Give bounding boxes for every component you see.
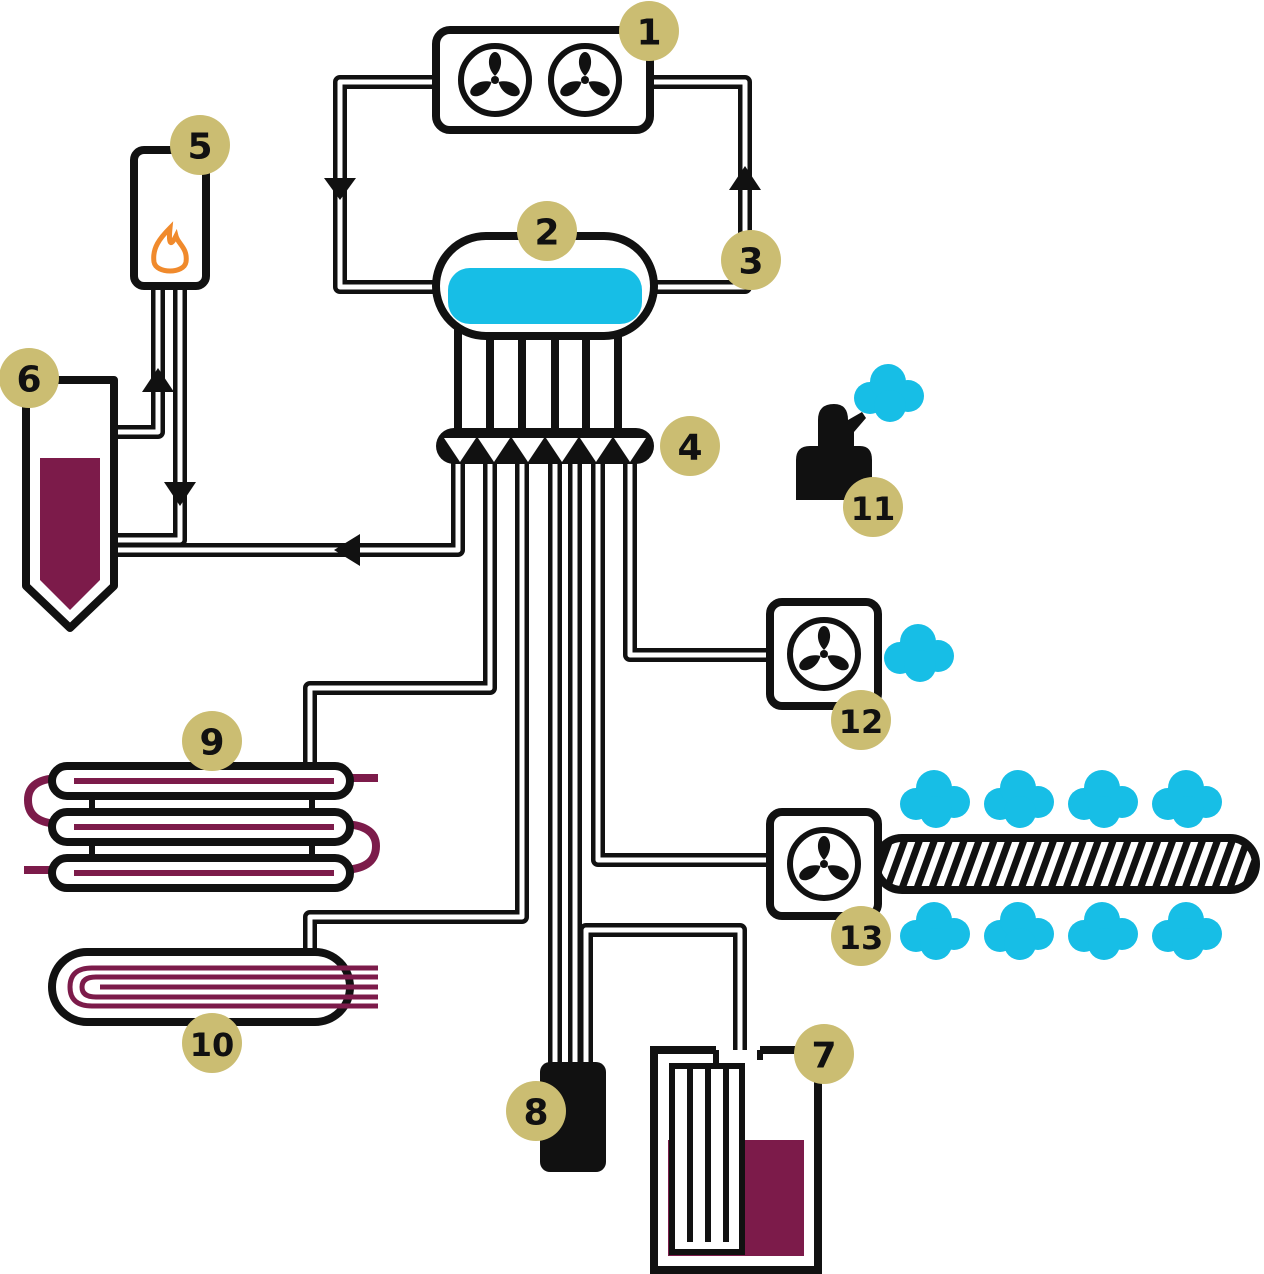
- badge-11-label: 11: [851, 490, 896, 528]
- badge-11: 11: [843, 477, 903, 537]
- badge-2-label: 2: [534, 213, 559, 254]
- badge-4: 4: [660, 416, 720, 476]
- fan-icon: [551, 46, 619, 114]
- badge-13: 13: [831, 906, 891, 966]
- cloud-icon: [984, 902, 1054, 960]
- badge-1: 1: [619, 1, 679, 61]
- number-badges: 1 2 3 4 5 6 7 8 9 10 11 12 13: [0, 1, 903, 1141]
- badge-10-label: 10: [190, 1026, 235, 1064]
- fan-icon: [790, 620, 858, 688]
- badge-5-label: 5: [187, 127, 212, 168]
- cloud-icon: [900, 902, 970, 960]
- cloud-icon: [900, 770, 970, 828]
- badge-7-label: 7: [811, 1036, 836, 1077]
- badge-3-label: 3: [738, 242, 763, 283]
- cloud-icon: [1152, 902, 1222, 960]
- coil-heat-exchanger: [23, 762, 381, 892]
- distribution-header: [436, 428, 654, 464]
- cloud-icon: [984, 770, 1054, 828]
- cloud-icon: [1068, 902, 1138, 960]
- u-tube-exchanger: [48, 948, 378, 1026]
- badge-6: 6: [0, 348, 59, 408]
- badge-12: 12: [831, 690, 891, 750]
- cloud-icon: [1068, 770, 1138, 828]
- fan-icon: [790, 830, 858, 898]
- burner-chamber: [130, 146, 210, 290]
- badge-9: 9: [182, 711, 242, 771]
- dual-fan-unit: [432, 26, 654, 134]
- badge-13-label: 13: [839, 919, 884, 957]
- badge-5: 5: [170, 115, 230, 175]
- smokestack: [796, 364, 924, 500]
- badge-4-label: 4: [677, 428, 702, 469]
- badge-12-label: 12: [839, 703, 884, 741]
- storage-tank: [22, 376, 118, 632]
- cloud-icon: [1152, 770, 1222, 828]
- badge-9-label: 9: [199, 723, 224, 764]
- electrolyzer-tank: [650, 1046, 822, 1274]
- fan-icon: [461, 46, 529, 114]
- flame-icon: [151, 221, 189, 274]
- badge-3: 3: [721, 230, 781, 290]
- badge-8-label: 8: [523, 1093, 548, 1134]
- badge-7: 7: [794, 1024, 854, 1084]
- flow-arrow-icon: [142, 166, 761, 566]
- pipe-network: [108, 75, 777, 1069]
- cloud-icon: [884, 624, 954, 682]
- badge-8: 8: [506, 1081, 566, 1141]
- cloud-icon: [854, 364, 924, 422]
- fan-duct-unit: [766, 770, 1260, 960]
- badge-6-label: 6: [16, 360, 41, 401]
- fan-unit: [766, 598, 954, 710]
- badge-1-label: 1: [636, 13, 661, 54]
- badge-10: 10: [182, 1013, 242, 1073]
- badge-2: 2: [517, 201, 577, 261]
